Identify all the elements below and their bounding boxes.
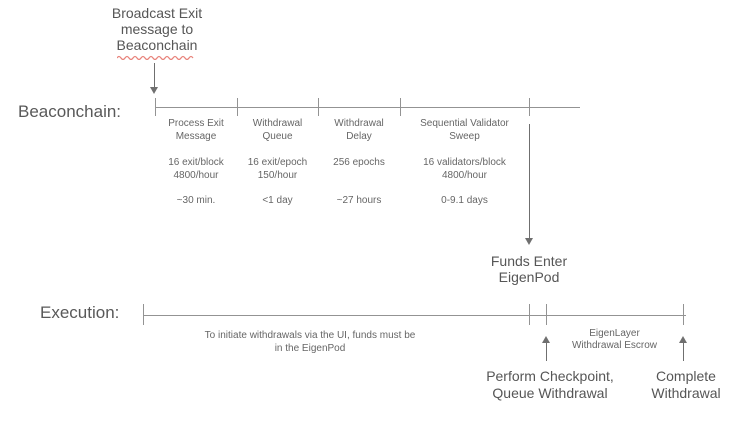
broadcast-arrowhead-down-icon [150,87,158,94]
segment-rates: 16 exit/block 4800/hour [143,156,249,182]
segment-rates: 16 validators/block 4800/hour [388,156,541,182]
withdrawal-escrow-line2: Withdrawal Escrow [571,340,658,351]
segment-rate-line2: 4800/hour [441,170,488,181]
segment-title-line2: Sweep [449,131,480,142]
execution-row-label: Execution: [40,303,120,322]
beaconchain-tick-1 [155,98,156,116]
execution-note-line1: To initiate withdrawals via the UI, fund… [204,330,416,341]
perform-checkpoint-line2: Queue Withdrawal [492,384,608,401]
segment-rate-line2: 4800/hour [173,170,219,181]
segment-duration: 0-9.1 days [441,195,488,206]
segment-title-line1: Withdrawal [334,118,384,129]
funds-enter-line2: EigenPod [498,269,560,285]
beaconchain-tick-5 [529,98,530,116]
segment-title-line2: Delay [346,131,372,142]
segment-rate-line2: 150/hour [257,170,298,181]
complete-withdrawal-line2: Withdrawal [651,384,721,401]
broadcast-exit-line2: message to [120,21,194,37]
beaconchain-tick-3 [318,98,319,116]
segment-title-line1: Sequential Validator [420,118,509,129]
complete-arrowhead-up-icon [679,336,687,343]
checkpoint-arrowhead-up-icon [542,336,550,343]
withdrawal-escrow-label: EigenLayer Withdrawal Escrow [546,328,683,352]
execution-tick-2 [529,304,530,325]
funds-enter-arrowhead-down-icon [525,238,533,245]
spellcheck-squiggle-icon [117,55,194,60]
segment-duration: ~27 hours [336,195,382,206]
execution-tick-4 [683,304,684,325]
checkpoint-arrow-line [546,343,547,361]
segment-rate-line1: 16 validators/block [423,157,506,168]
segment-title: Sequential Validator Sweep [400,117,529,143]
beaconchain-timeline-line [155,107,580,108]
broadcast-exit-label: Broadcast Exit message to Beaconchain [77,5,237,53]
funds-enter-eigenpod-label: Funds Enter EigenPod [459,253,599,285]
broadcast-arrow-line [154,63,155,88]
segment-title: Process Exit Message [155,117,237,143]
segment-rate-line1: 256 epochs [333,157,385,168]
funds-enter-arrow-line [529,124,530,238]
execution-tick-3 [546,304,547,325]
complete-withdrawal-label: Complete Withdrawal [626,368,738,401]
execution-tick-1 [143,304,144,325]
segment-title-line1: Process Exit [168,118,224,129]
execution-note: To initiate withdrawals via the UI, fund… [143,329,477,355]
execution-note-line2: in the EigenPod [274,343,346,354]
broadcast-exit-line3: Beaconchain [116,37,198,53]
segment-title-line2: Queue [262,131,293,142]
funds-enter-line1: Funds Enter [490,253,568,269]
withdrawal-escrow-line1: EigenLayer [589,328,640,339]
beaconchain-tick-2 [237,98,238,116]
segment-rate-line1: 16 exit/epoch [247,157,308,168]
segment-title-line1: Withdrawal [252,118,303,129]
segment-rates: 16 exit/epoch 150/hour [225,156,330,182]
segment-duration: <1 day [262,195,293,206]
perform-checkpoint-line1: Perform Checkpoint, [486,368,614,384]
segment-rates: 256 epochs [306,156,412,169]
segment-title: Withdrawal Queue [237,117,318,143]
segment-title-line2: Message [175,131,217,142]
execution-timeline-line [143,315,686,316]
segment-duration: ~30 min. [176,195,216,206]
segment-title: Withdrawal Delay [318,117,400,143]
complete-arrow-line [683,343,684,361]
broadcast-exit-line1: Broadcast Exit [111,5,203,21]
complete-withdrawal-line1: Complete [656,368,716,384]
beaconchain-tick-4 [400,98,401,116]
segment-rate-line1: 16 exit/block [168,157,224,168]
perform-checkpoint-label: Perform Checkpoint, Queue Withdrawal [468,368,632,401]
beaconchain-row-label: Beaconchain: [18,102,122,121]
